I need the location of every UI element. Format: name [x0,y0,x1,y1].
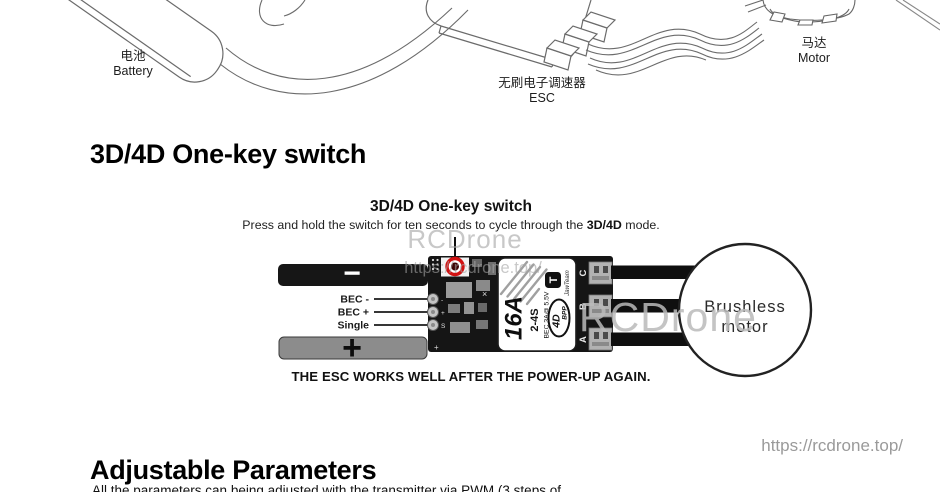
parameters-body-clipped: All the parameters can being adjusted wi… [92,483,561,492]
esc-motor-wires [585,0,940,76]
callout-title: 3D/4D One-key switch [370,198,532,215]
pad-mark-plus: + [441,310,445,317]
instruction-mode: 3D/4D [586,218,622,232]
esc-bec-rating: BEC 3A@ 5.5V [543,291,550,338]
battery-label-en: Battery [113,63,153,78]
motor-label-zh: 马达 [801,36,827,50]
pad-leader-lines [374,298,429,326]
power-up-footnote: THE ESC WORKS WELL AFTER THE POWER-UP AG… [291,369,651,384]
pad-mark-s: S [441,323,446,330]
board-components: × + [434,259,496,352]
chevron-pattern-icon [499,260,548,306]
pad-mark-minus: - [441,297,443,304]
battery-label-zh: 电池 [120,49,146,63]
section-heading-switch: 3D/4D One-key switch [90,139,367,169]
board-x-mark: × [482,289,487,299]
battery-wires [219,0,469,95]
motor-circle-line1: Brushless [704,298,785,316]
motor-label: 马达 Motor [798,36,830,66]
esc-current-rating: 16A [500,296,527,340]
mode-badge-main: 4D [551,314,563,329]
esc-board: × + - + S [427,256,613,352]
instruction-suffix: mode. [621,218,660,232]
battery-label: 电池 Battery [113,49,153,79]
bec-minus-label: BEC - [340,294,369,306]
esc-label-zh: 无刷电子调速器 [498,76,586,90]
negative-wire-bar: − [278,257,428,290]
esc-label-print: 16A 2-4S BEC 3A@ 5.5V 4D BPP T JawTeam [497,257,577,352]
board-plus-mark: + [434,343,439,352]
bec-pads: - + S [427,293,446,331]
negative-sign: − [343,257,361,290]
instruction-prefix: Press and hold the switch for ten second… [242,218,587,232]
esc-illustration [425,0,617,71]
switch-instruction: Press and hold the switch for ten second… [242,218,659,232]
brushless-motor-circle: Brushless motor [677,242,813,378]
brand-name: JawTeam [565,270,571,296]
mode-badge-sub: BPP [561,306,568,320]
mode-badge [547,298,571,338]
section-heading-parameters: Adjustable Parameters [90,455,377,485]
single-label: Single [337,320,369,332]
phase-b-label: B [578,303,589,310]
esc-cell-rating: 2-4S [529,308,541,331]
motor-label-en: Motor [798,50,830,65]
esc-label: 无刷电子调速器 ESC [498,76,586,106]
site-url: https://rcdrone.top/ [761,436,903,455]
one-key-switch[interactable] [441,256,469,277]
phase-a-label: A [578,336,589,343]
motor-phase-pads: C B A [578,261,613,351]
positive-wire-bar: + [278,329,428,367]
phase-c-label: C [578,269,589,276]
bec-plus-label: BEC + [338,307,369,319]
battery-illustration [31,0,224,83]
brand-initial: T [548,276,560,283]
motor-illustration [762,0,856,26]
switch-button[interactable] [451,262,459,271]
brand-logo-icon [545,272,561,288]
esc-label-en: ESC [529,90,555,105]
motor-circle-line2: motor [721,318,768,336]
positive-sign: + [342,329,362,367]
